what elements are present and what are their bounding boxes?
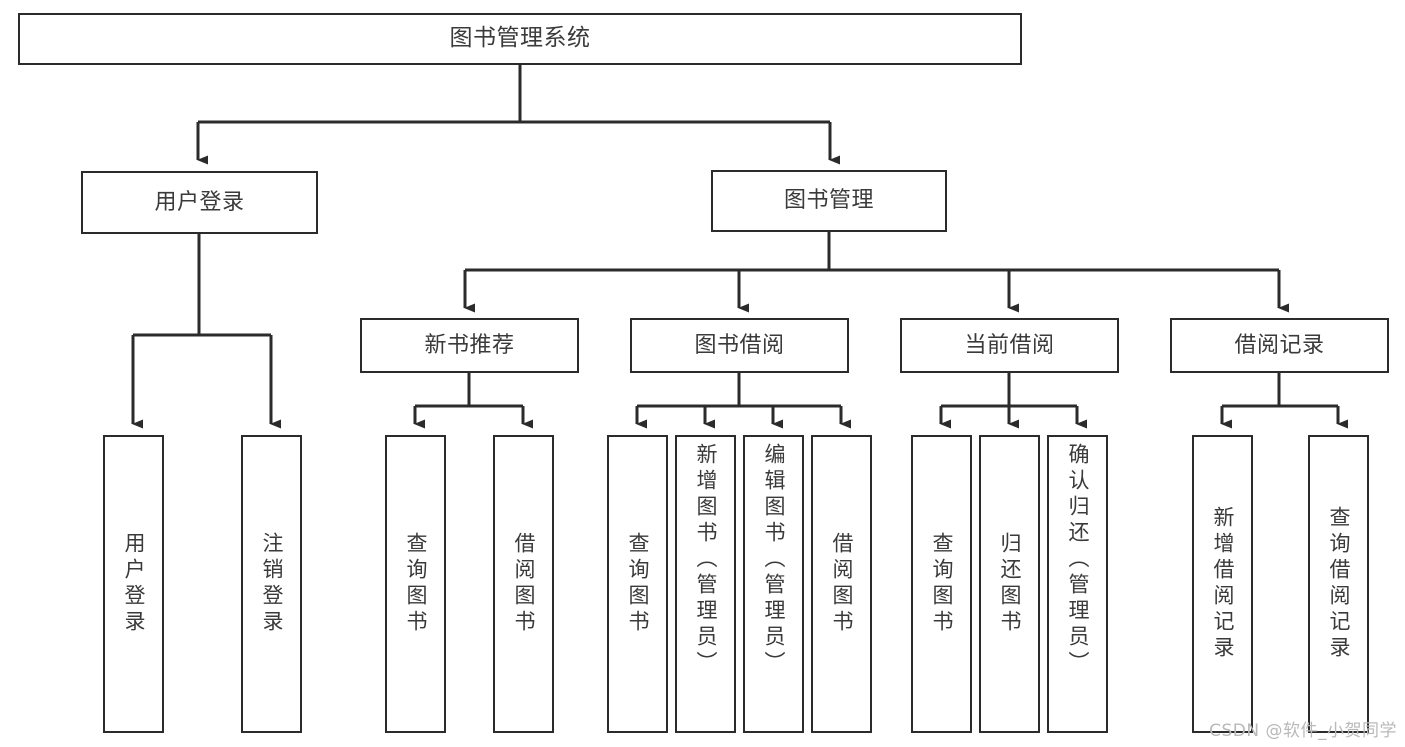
node-user-login[interactable]: 用户登录 (81, 171, 318, 234)
node-root-book-management-system[interactable]: 图书管理系统 (18, 13, 1022, 65)
node-label: 编辑图书（管理员） (762, 443, 786, 677)
node-label: 查询图书 (626, 532, 650, 636)
node-new-book-recommend[interactable]: 新书推荐 (360, 318, 579, 373)
leaf-edit-book-admin[interactable]: 编辑图书（管理员） (743, 435, 804, 733)
leaf-query-book-borrow[interactable]: 查询图书 (607, 435, 668, 733)
node-label: 归还图书 (998, 532, 1022, 636)
leaf-add-borrow-record[interactable]: 新增借阅记录 (1192, 435, 1253, 733)
node-label: 用户登录 (154, 189, 245, 215)
node-current-borrow[interactable]: 当前借阅 (900, 318, 1119, 373)
node-label: 用户登录 (122, 532, 146, 636)
node-label: 新增图书（管理员） (694, 443, 718, 677)
node-borrow-record[interactable]: 借阅记录 (1170, 318, 1389, 373)
node-label: 借阅图书 (830, 532, 854, 636)
leaf-query-borrow-record[interactable]: 查询借阅记录 (1308, 435, 1369, 733)
watermark: CSDN @软件_小贺同学 (1209, 721, 1397, 741)
node-label: 图书管理系统 (449, 25, 591, 52)
node-label: 新增借阅记录 (1211, 506, 1235, 662)
leaf-return-book[interactable]: 归还图书 (979, 435, 1040, 733)
node-book-management[interactable]: 图书管理 (711, 170, 947, 232)
node-label: 图书管理 (783, 188, 874, 214)
node-label: 查询图书 (930, 532, 954, 636)
node-label: 借阅记录 (1234, 332, 1325, 358)
leaf-logout[interactable]: 注销登录 (241, 435, 302, 733)
node-label: 当前借阅 (964, 332, 1055, 358)
leaf-confirm-return-admin[interactable]: 确认归还（管理员） (1047, 435, 1108, 733)
node-label: 查询图书 (404, 532, 428, 636)
node-label: 借阅图书 (512, 532, 536, 636)
leaf-add-book-admin[interactable]: 新增图书（管理员） (675, 435, 736, 733)
node-label: 查询借阅记录 (1327, 506, 1351, 662)
leaf-query-book-recommend[interactable]: 查询图书 (385, 435, 446, 733)
node-book-borrow[interactable]: 图书借阅 (630, 318, 849, 373)
leaf-borrow-book-recommend[interactable]: 借阅图书 (493, 435, 554, 733)
node-label: 图书借阅 (694, 332, 785, 358)
leaf-borrow-book[interactable]: 借阅图书 (811, 435, 872, 733)
node-label: 新书推荐 (424, 332, 515, 358)
node-label: 注销登录 (260, 532, 284, 636)
node-label: 确认归还（管理员） (1066, 443, 1090, 677)
leaf-user-login[interactable]: 用户登录 (103, 435, 164, 733)
leaf-query-book-current[interactable]: 查询图书 (911, 435, 972, 733)
